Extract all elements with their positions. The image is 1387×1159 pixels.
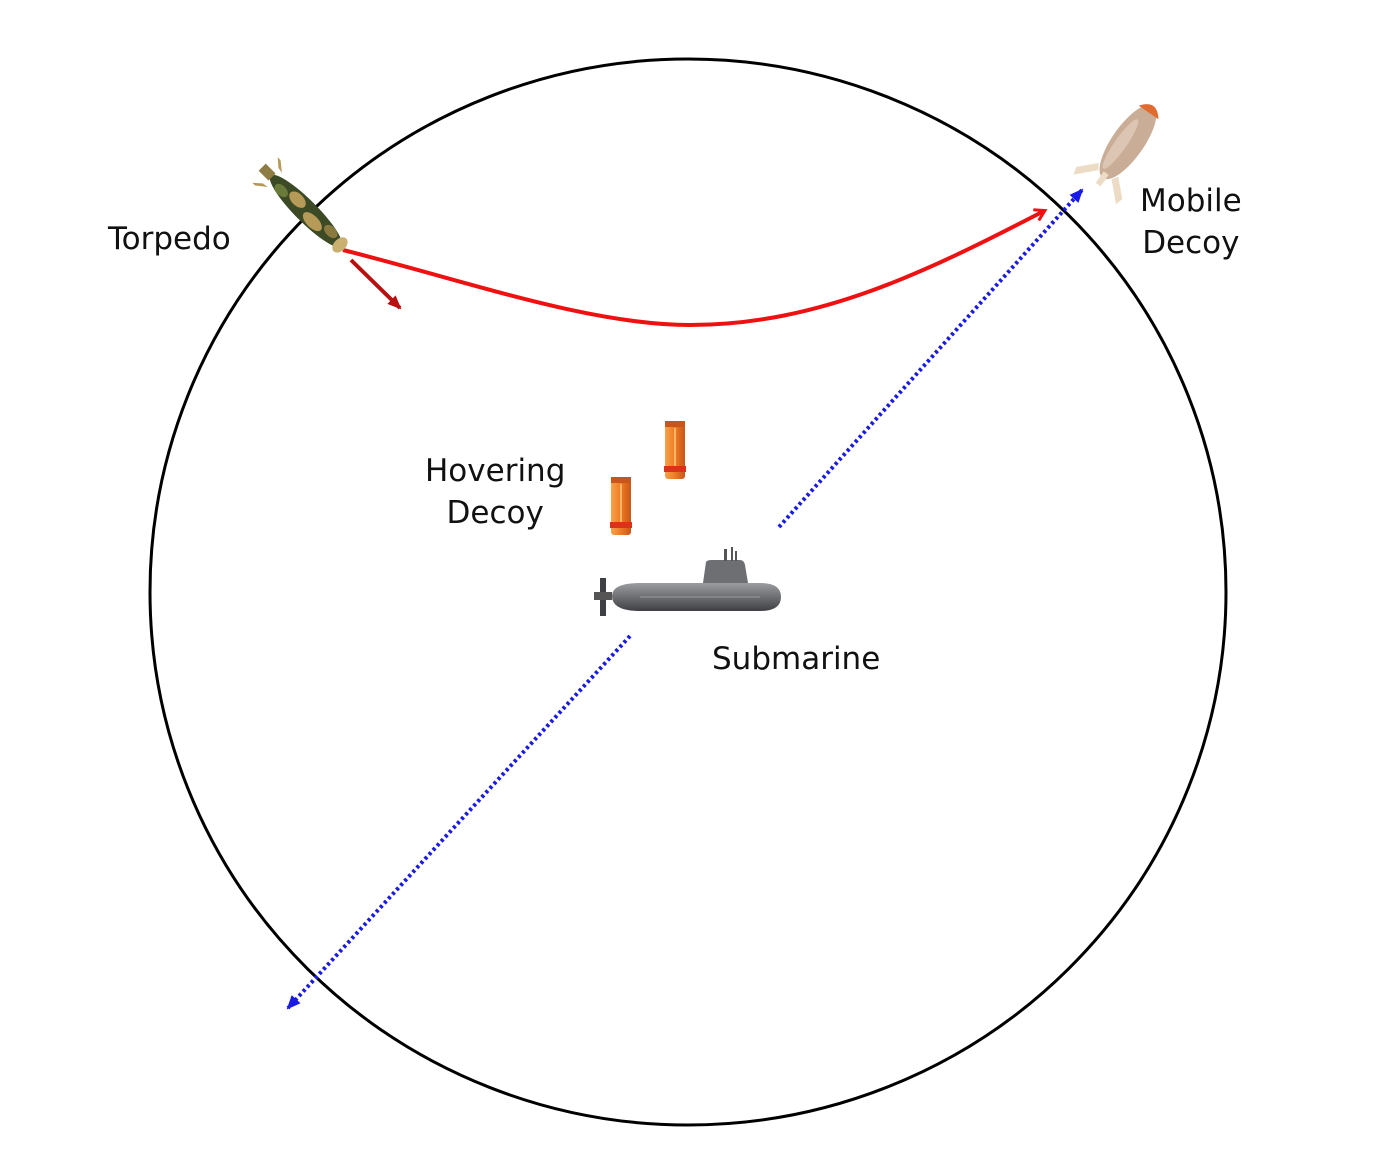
- detection-range-circle: [148, 57, 1228, 1127]
- torpedo-label: Torpedo: [108, 218, 231, 260]
- mobile-decoy-label: Mobile Decoy: [1140, 180, 1242, 264]
- mobile-decoy-path-upper: [777, 188, 1084, 529]
- torpedo-label-text: Torpedo: [108, 221, 231, 257]
- hovering-decoy-label: Hovering Decoy: [425, 450, 565, 534]
- submarine-label: Submarine: [712, 638, 880, 680]
- torpedo-icon: [252, 157, 348, 253]
- mobile-decoy-icon: [1073, 104, 1159, 205]
- submarine-icon: [594, 547, 781, 616]
- mobile-decoy-label-line1: Mobile: [1140, 183, 1242, 219]
- torpedo-heading-arrow: [349, 258, 402, 310]
- torpedo-path-arrow: [342, 211, 1044, 328]
- hovering-decoy-label-line2: Decoy: [446, 495, 544, 531]
- submarine-label-text: Submarine: [712, 641, 881, 677]
- mobile-decoy-path-lower: [286, 634, 632, 1010]
- mobile-decoy-label-line2: Decoy: [1142, 225, 1240, 261]
- hovering-decoy-label-line1: Hovering: [425, 453, 566, 489]
- hovering-decoy-icon-1: [664, 421, 686, 479]
- hovering-decoy-icon-2: [610, 477, 632, 535]
